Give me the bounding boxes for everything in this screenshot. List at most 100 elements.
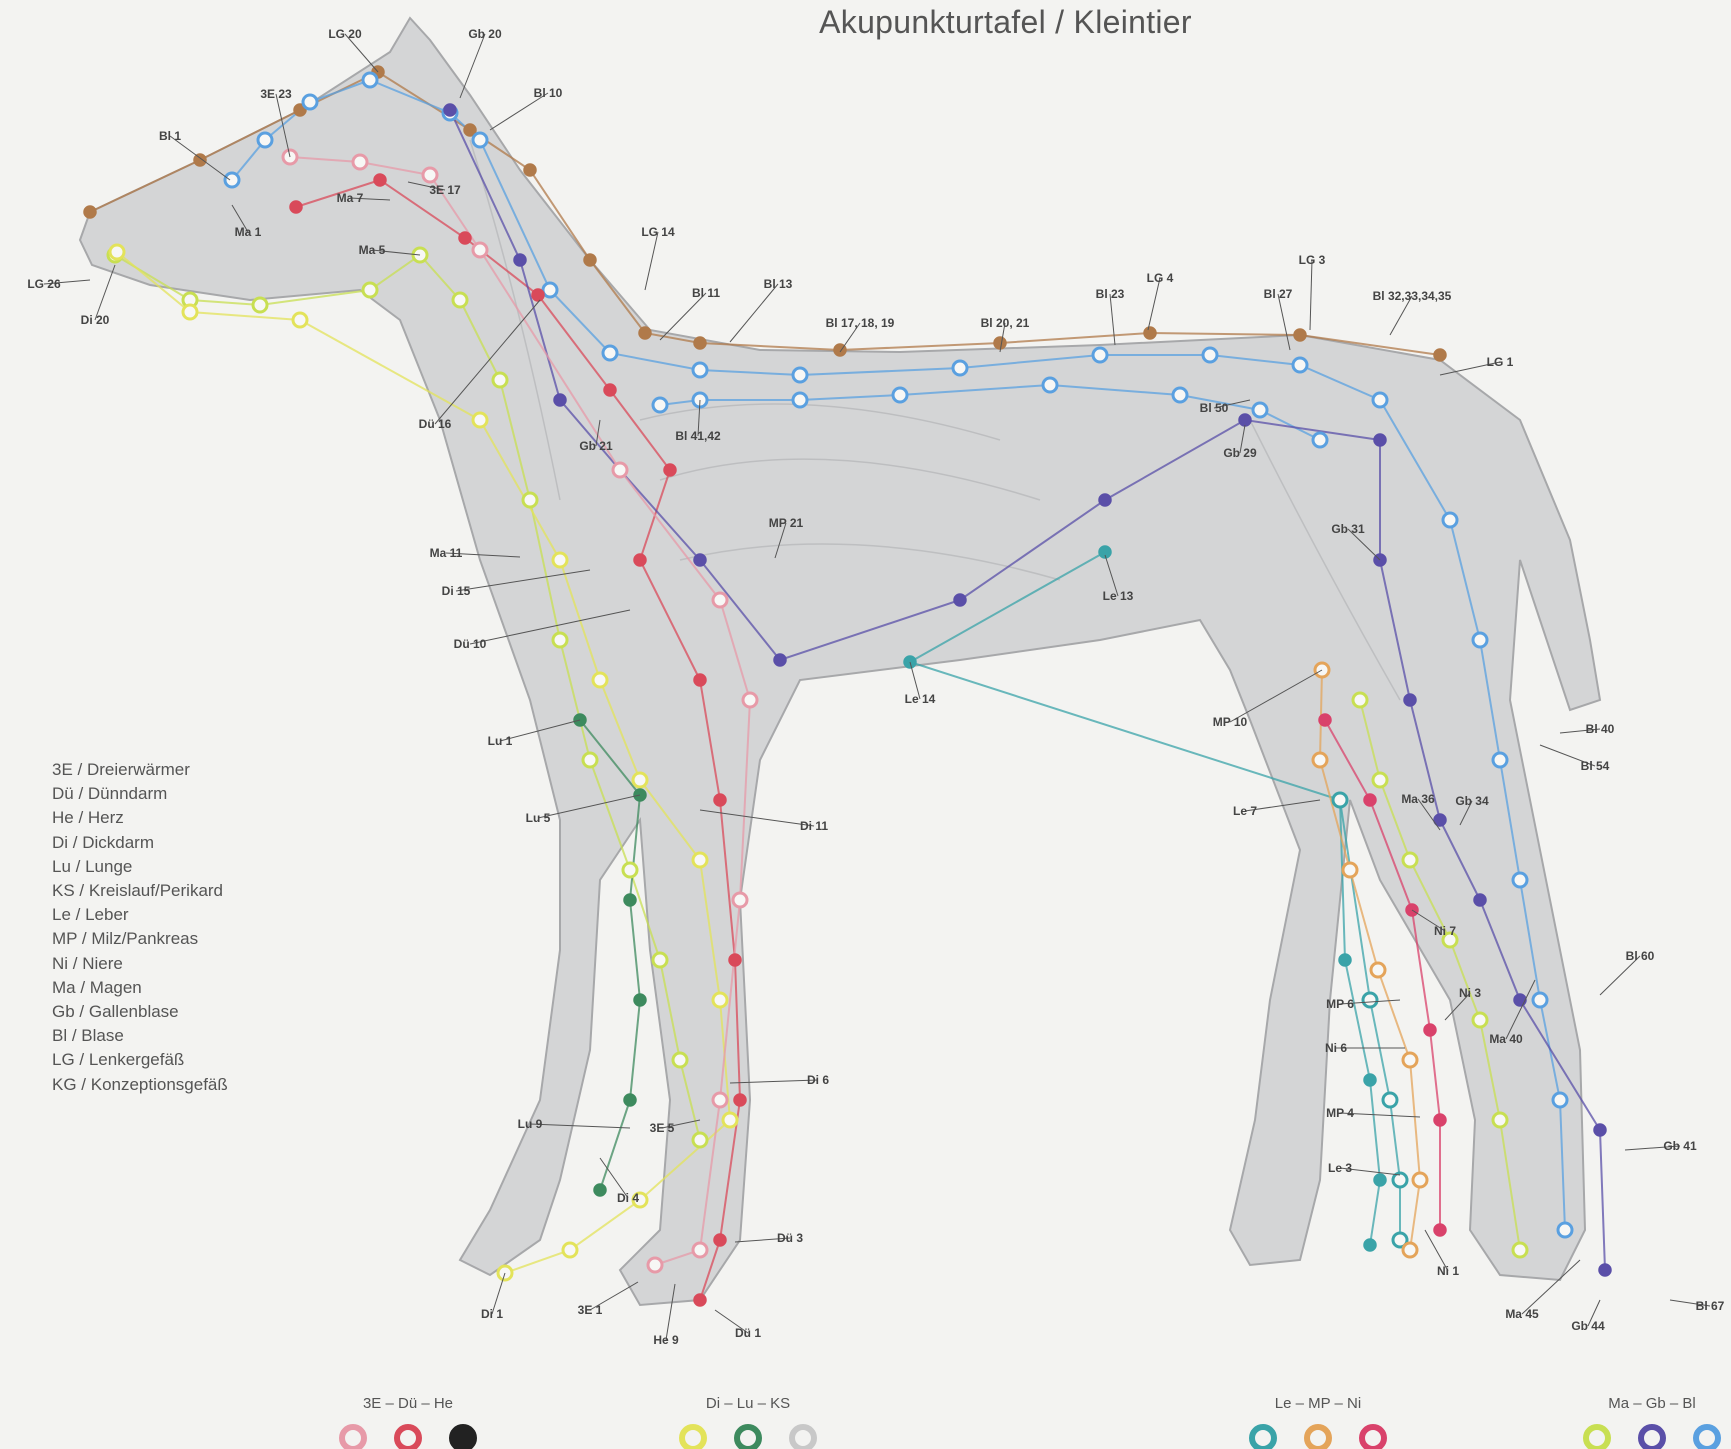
acupoint-di xyxy=(633,773,647,787)
point-label-le-13: Le 13 xyxy=(1103,589,1134,603)
acupoint-du xyxy=(374,174,386,186)
acupoint-gb xyxy=(1404,694,1416,706)
legend-item: Dü / Dünndarm xyxy=(52,782,228,806)
acupoint-di xyxy=(473,413,487,427)
acupoint-lu xyxy=(624,1094,636,1106)
acupoint-3e xyxy=(648,1258,662,1272)
acupoint-ni xyxy=(1424,1024,1436,1036)
acupoint-di xyxy=(713,993,727,1007)
legend-item: LG / Lenkergefäß xyxy=(52,1048,228,1072)
point-label-ma-40: Ma 40 xyxy=(1489,1032,1523,1046)
acupoint-bl xyxy=(1293,358,1307,372)
acupoint-ma xyxy=(1513,1243,1527,1257)
legend-item: He / Herz xyxy=(52,806,228,830)
acupoint-le xyxy=(1374,1174,1386,1186)
acupoint-3e xyxy=(613,463,627,477)
point-label-du-3: Dü 3 xyxy=(777,1231,803,1245)
legend-swatch xyxy=(1252,1427,1274,1449)
acupoint-lg xyxy=(694,337,706,349)
point-label-di-6: Di 6 xyxy=(807,1073,829,1087)
legend-item: Bl / Blase xyxy=(52,1024,228,1048)
legend-swatch xyxy=(342,1427,364,1449)
acupoint-gb xyxy=(774,654,786,666)
acupoint-gb xyxy=(444,104,456,116)
legend-item: Le / Leber xyxy=(52,903,228,927)
acupoint-di xyxy=(723,1113,737,1127)
leader-line xyxy=(95,265,115,320)
acupoint-ma xyxy=(653,953,667,967)
acupoint-du xyxy=(694,1294,706,1306)
acupoint-bl xyxy=(1443,513,1457,527)
acupoint-di xyxy=(183,305,197,319)
point-label-bl-50: Bl 50 xyxy=(1200,401,1229,415)
acupoint-mp xyxy=(1371,963,1385,977)
acupoint-3e xyxy=(693,1243,707,1257)
point-label-mp-6: MP 6 xyxy=(1326,997,1354,1011)
acupoint-ni xyxy=(1364,794,1376,806)
acupoint-bl xyxy=(603,346,617,360)
acupoint-le xyxy=(1339,954,1351,966)
acupoint-3e xyxy=(423,168,437,182)
acupoint-bl xyxy=(1558,1223,1572,1237)
acupoint-bl xyxy=(1493,753,1507,767)
acupoint-gb xyxy=(514,254,526,266)
point-label-le-7: Le 7 xyxy=(1233,804,1257,818)
acupoint-ma xyxy=(453,293,467,307)
acupoint-lu xyxy=(634,994,646,1006)
acupoint-le xyxy=(1333,793,1347,807)
point-label-di-20: Di 20 xyxy=(81,313,110,327)
point-label-gb-34: Gb 34 xyxy=(1455,794,1489,808)
acupoint-lg xyxy=(639,327,651,339)
acupoint-ma xyxy=(553,633,567,647)
acupoint-bl xyxy=(953,361,967,375)
acupoint-gb xyxy=(1594,1124,1606,1136)
leader-line xyxy=(645,232,658,290)
point-label-mp-21: MP 21 xyxy=(769,516,804,530)
acupoint-lg xyxy=(584,254,596,266)
acupoint-bl xyxy=(1313,433,1327,447)
acupoint-ma xyxy=(673,1053,687,1067)
leader-line xyxy=(730,284,778,342)
point-label-lg-1: LG 1 xyxy=(1487,355,1514,369)
acupoint-di xyxy=(563,1243,577,1257)
acupoint-ma xyxy=(523,493,537,507)
legend-swatch xyxy=(737,1427,759,1449)
point-label-gb-29: Gb 29 xyxy=(1223,446,1257,460)
point-label-3e-5: 3E 5 xyxy=(650,1121,675,1135)
acupoint-bl xyxy=(693,363,707,377)
acupoint-lu xyxy=(594,1184,606,1196)
point-label-du-1: Dü 1 xyxy=(735,1326,761,1340)
group-label-ma-gb-bl: Ma – Gb – Bl xyxy=(1608,1395,1696,1412)
point-label-lg-26: LG 26 xyxy=(27,277,61,291)
legend-item: Lu / Lunge xyxy=(52,855,228,879)
acupoint-gb xyxy=(954,594,966,606)
point-label-bl-27: Bl 27 xyxy=(1264,287,1293,301)
acupoint-du xyxy=(664,464,676,476)
leader-line xyxy=(460,34,485,98)
dog-silhouette xyxy=(80,18,1600,1305)
point-label-3e-17: 3E 17 xyxy=(429,183,461,197)
acupoint-bl xyxy=(1553,1093,1567,1107)
acupoint-du xyxy=(694,674,706,686)
acupoint-bl xyxy=(1533,993,1547,1007)
acupoint-du xyxy=(532,289,544,301)
acupoint-3e xyxy=(743,693,757,707)
point-label-lg-4: LG 4 xyxy=(1147,271,1174,285)
acupoint-lg xyxy=(994,337,1006,349)
point-label-le-3: Le 3 xyxy=(1328,1161,1352,1175)
group-label-di-lu-ks: Di – Lu – KS xyxy=(706,1395,790,1412)
point-label-mp-10: MP 10 xyxy=(1213,715,1248,729)
point-label-gb-44: Gb 44 xyxy=(1571,1319,1605,1333)
leader-line xyxy=(660,293,706,340)
acupoint-bl xyxy=(303,95,317,109)
acupoint-lg xyxy=(194,154,206,166)
point-label-he-9: He 9 xyxy=(653,1333,679,1347)
acupoint-lu xyxy=(624,894,636,906)
acupoint-ma xyxy=(1473,1013,1487,1027)
legend-item: MP / Milz/Pankreas xyxy=(52,927,228,951)
acupoint-du xyxy=(734,1094,746,1106)
acupoint-gb xyxy=(554,394,566,406)
point-label-bl-54: Bl 54 xyxy=(1581,759,1610,773)
acupoint-ni xyxy=(1319,714,1331,726)
